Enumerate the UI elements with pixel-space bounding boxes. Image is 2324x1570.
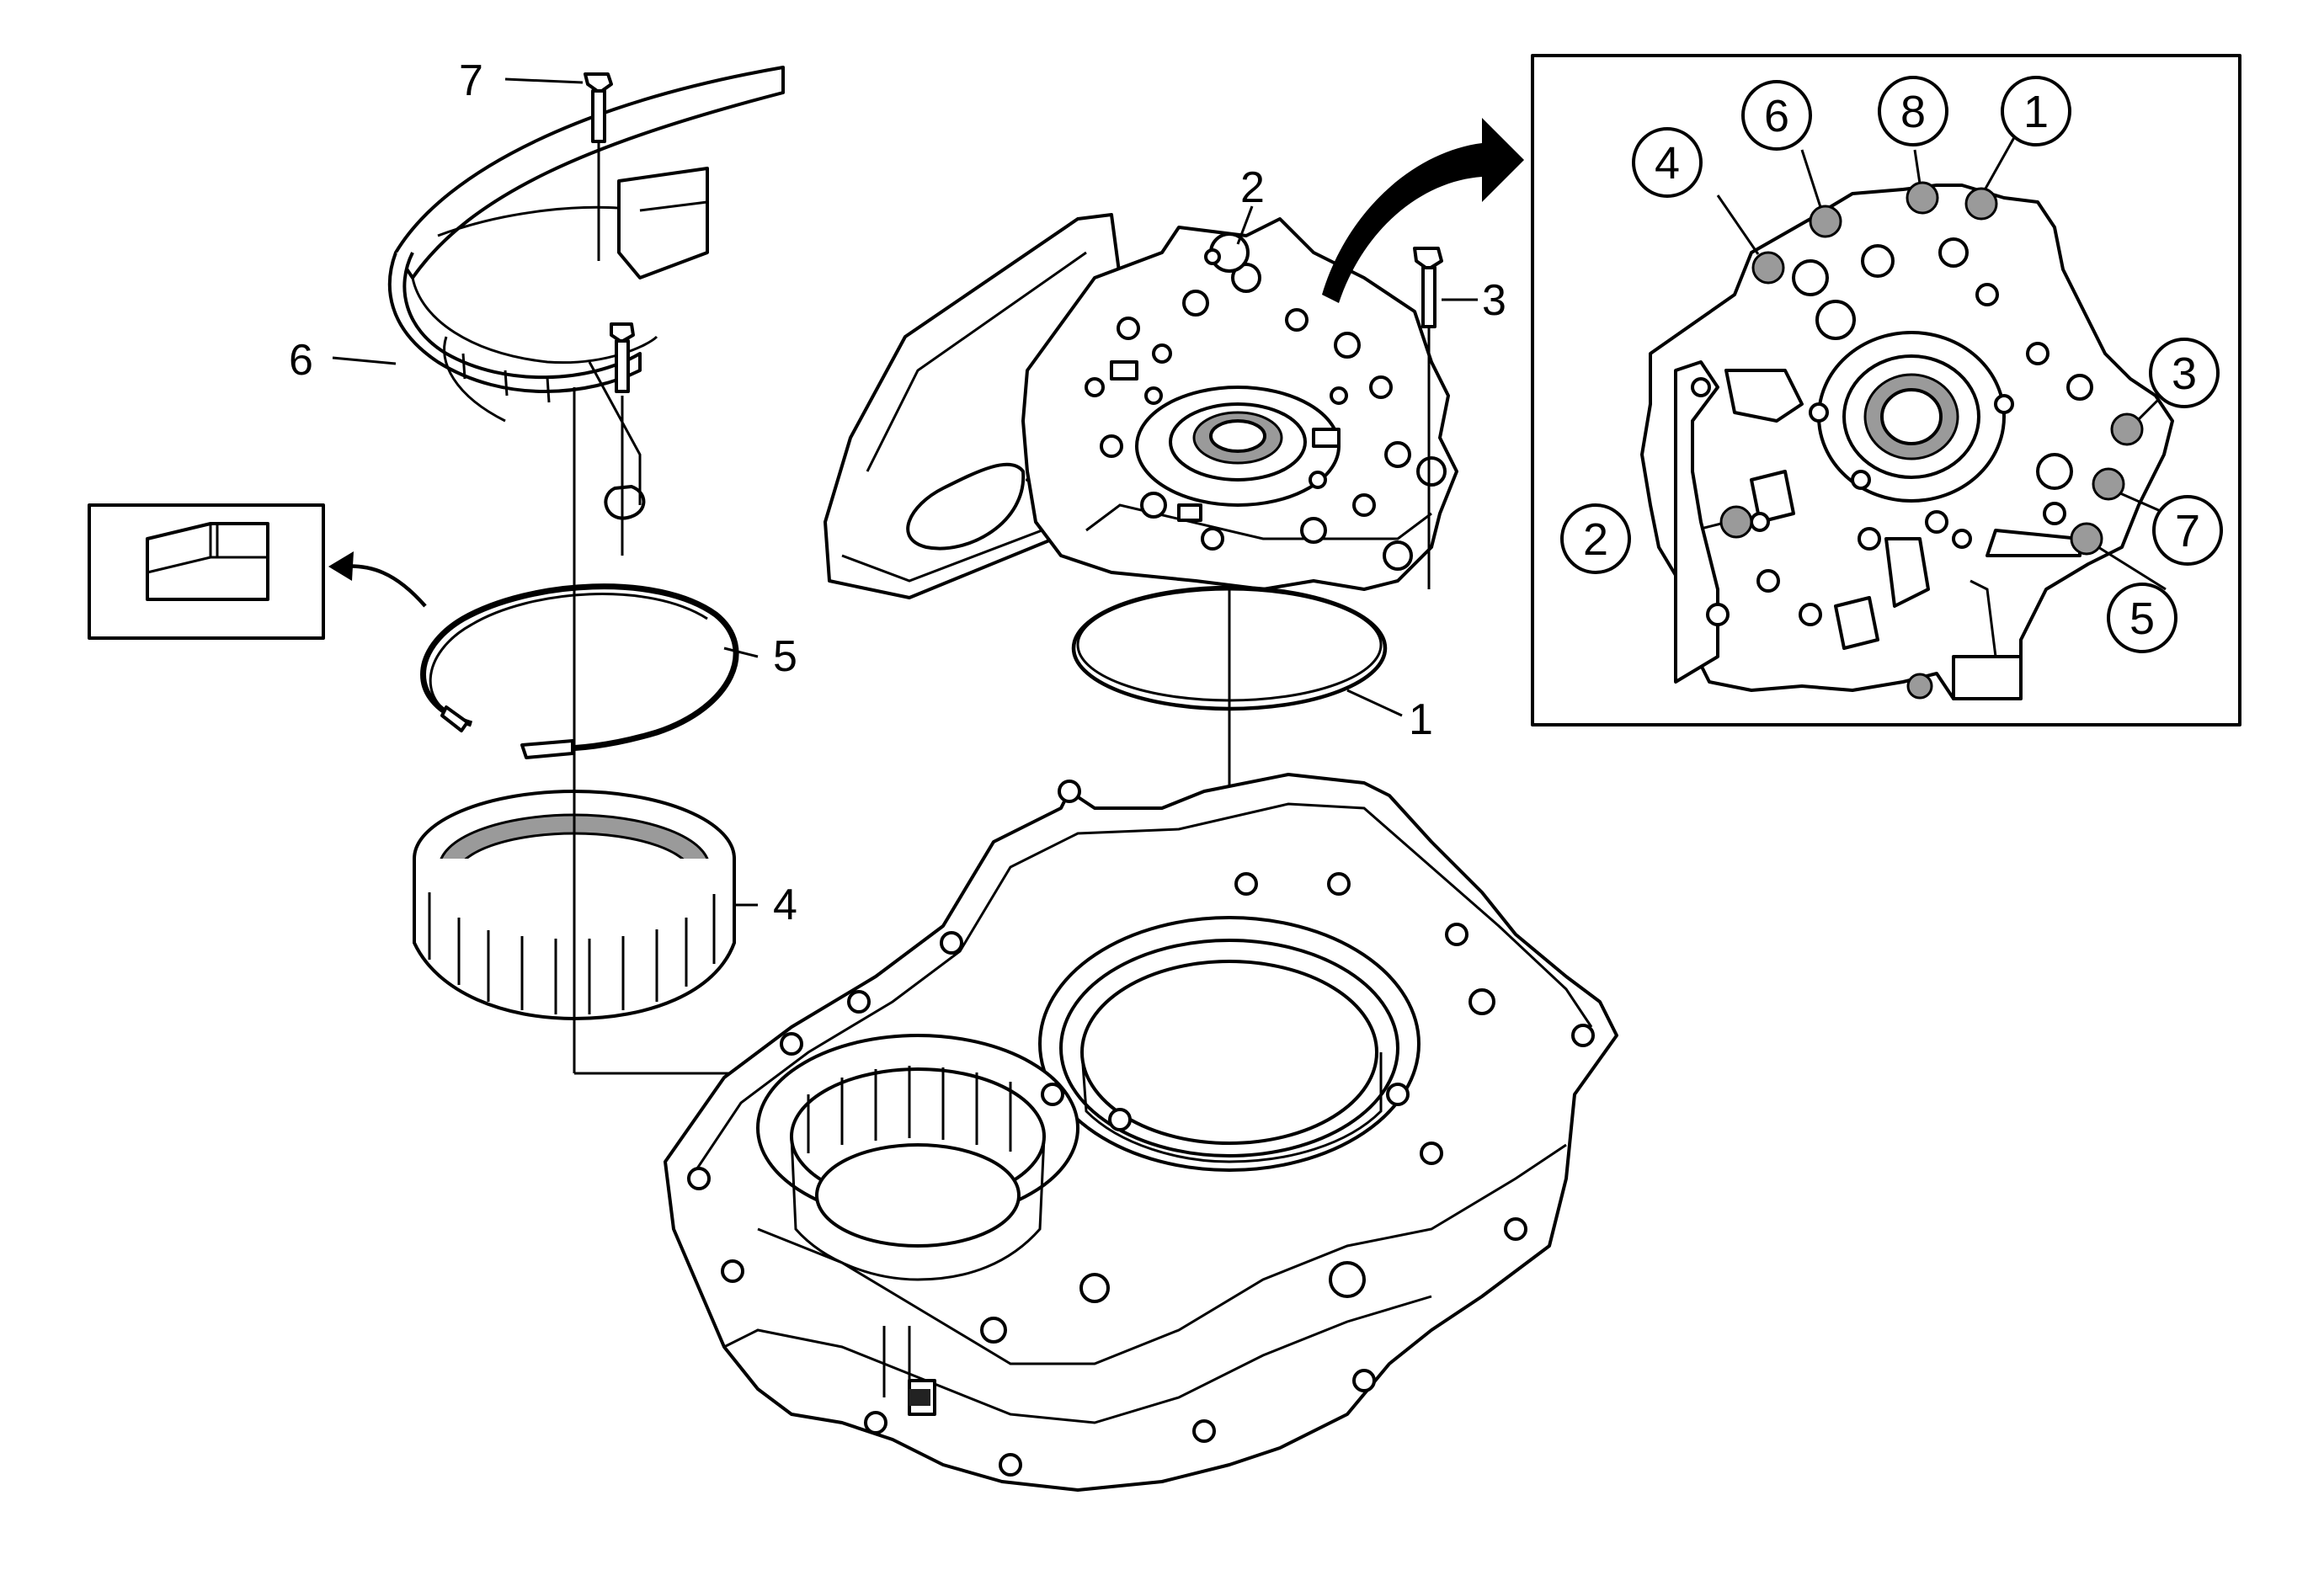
svg-text:7: 7 [2175, 506, 2200, 556]
seal-ring-part-1 [1071, 585, 1388, 711]
callout-2: 2 [1240, 163, 1265, 212]
svg-text:8: 8 [1900, 87, 1926, 137]
callout-4: 4 [773, 881, 797, 929]
detail-callout-8: 8 [1878, 76, 1948, 146]
callout-6: 6 [289, 336, 313, 385]
detail-bolt-heads [1719, 181, 2144, 700]
detail-arrow-icon [1322, 118, 1524, 303]
svg-text:5: 5 [2129, 593, 2155, 644]
svg-text:3: 3 [2172, 349, 2197, 399]
bolt-part-7-upper [584, 72, 613, 261]
detail-leaders [1700, 132, 2167, 591]
callout-3: 3 [1482, 276, 1506, 325]
case-bolt-holes [687, 780, 1595, 1477]
transmission-case [664, 773, 1618, 1492]
callout-leaders [332, 77, 1478, 907]
bolt-part-3 [1413, 247, 1443, 589]
detail-callout-5: 5 [2107, 583, 2177, 653]
detail-callout-4: 4 [1632, 127, 1703, 198]
detail-callout-1: 1 [2001, 76, 2071, 146]
baffle-guard-part-6 [387, 66, 785, 520]
bolt-part-7-lower [610, 322, 635, 556]
svg-text:2: 2 [1583, 514, 1608, 565]
callout-1: 1 [1409, 695, 1433, 744]
case-bore-small [756, 1034, 1079, 1281]
curved-arrow-icon [328, 551, 427, 608]
callout-7: 7 [459, 56, 483, 105]
callout-labels: 7 6 5 4 1 2 3 [289, 56, 1506, 929]
svg-text:4: 4 [1655, 138, 1680, 189]
detail-callout-circles: 1 8 6 4 3 2 7 5 [1560, 76, 2223, 653]
detail-plate-holes [1691, 237, 2093, 626]
valve-body-part-2 [824, 213, 1458, 1145]
callout-5: 5 [773, 632, 797, 681]
svg-text:1: 1 [2023, 87, 2049, 137]
detail-callout-3: 3 [2149, 338, 2220, 408]
detail-callout-2: 2 [1560, 503, 1631, 574]
svg-text:6: 6 [1764, 91, 1789, 141]
case-bore-large [1038, 916, 1421, 1172]
snap-ring-part-5 [420, 583, 739, 759]
valve-body-holes [1085, 232, 1447, 571]
detail-callout-7: 7 [2152, 495, 2223, 566]
end-gap-detail-inset [88, 503, 325, 640]
detail-callout-6: 6 [1741, 80, 1812, 151]
